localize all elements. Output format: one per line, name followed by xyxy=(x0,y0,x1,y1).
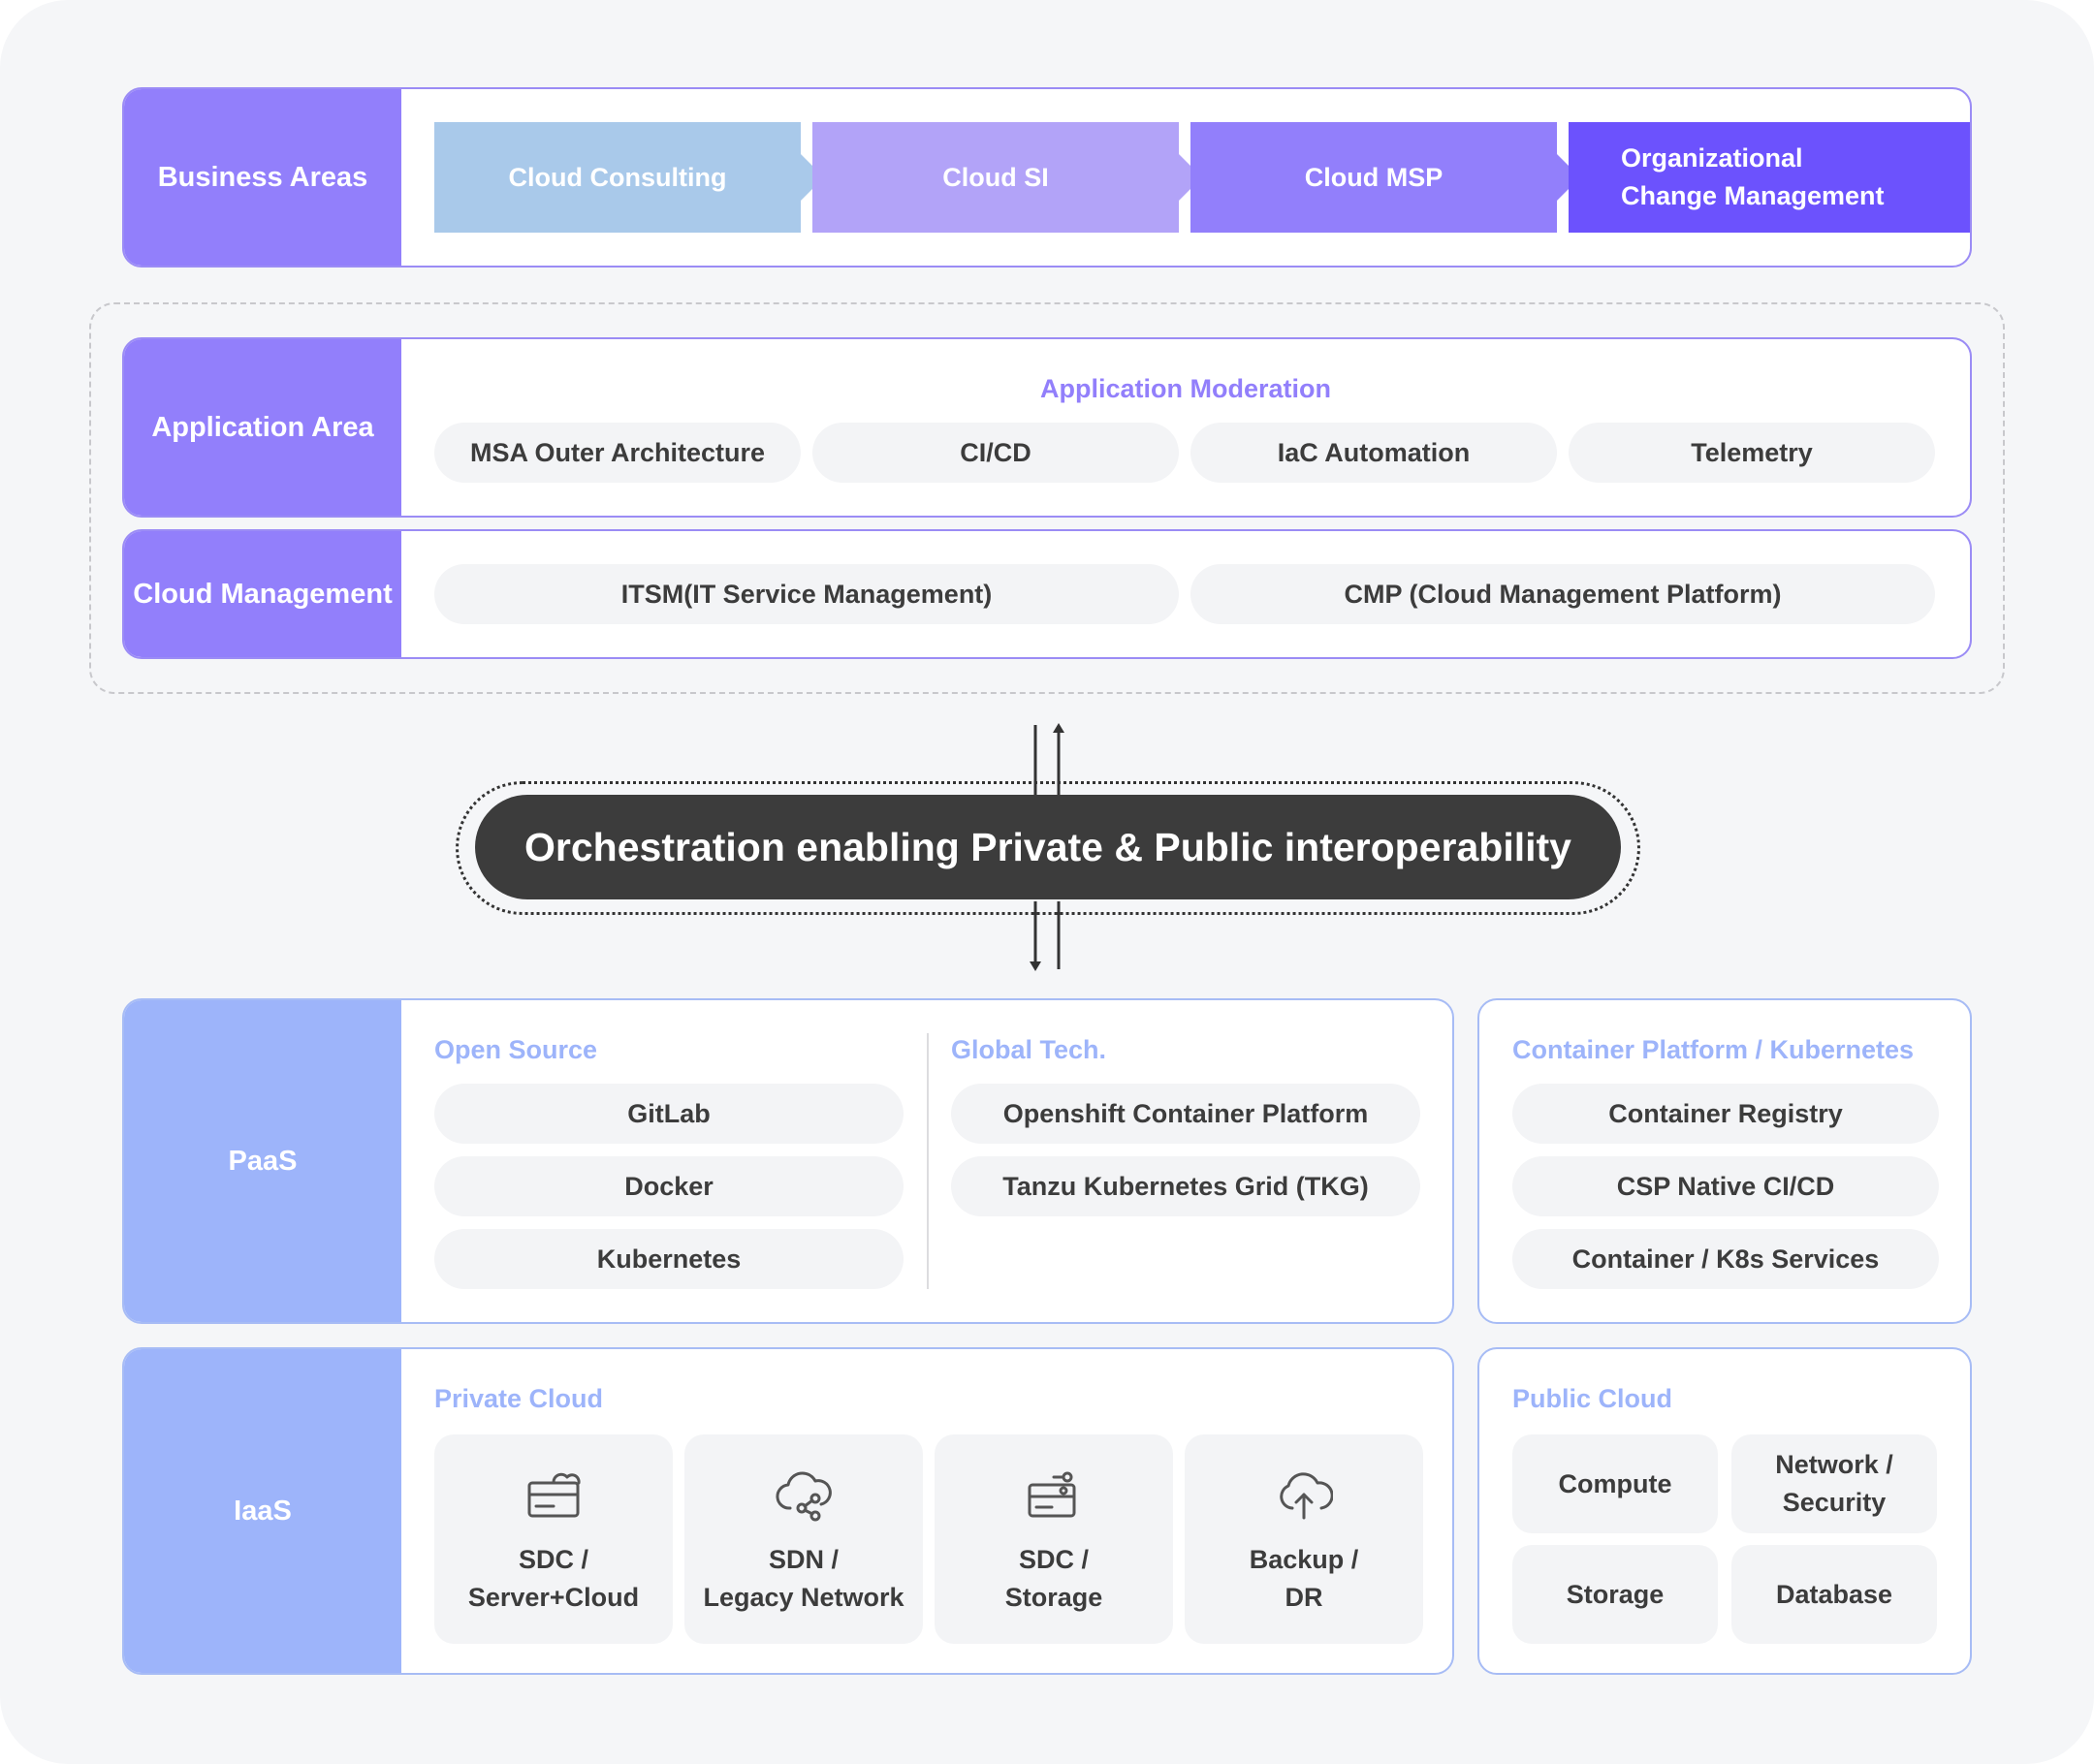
global-tech-title: Global Tech. xyxy=(951,1035,1107,1064)
private-tile-label: SDN / Legacy Network xyxy=(703,1545,904,1612)
storage-icon xyxy=(1028,1471,1076,1518)
public-tile-compute: Compute xyxy=(1512,1434,1718,1533)
private-tile-server-cloud: SDC / Server+Cloud xyxy=(434,1434,673,1644)
step-label: Cloud SI xyxy=(942,162,1049,192)
application-moderation-title: Application Moderation xyxy=(1040,374,1331,403)
step-label: Cloud MSP xyxy=(1304,162,1444,192)
public-tile-network-security: Network / Security xyxy=(1731,1434,1937,1533)
step-cloud-consulting: Cloud Consulting xyxy=(434,122,801,233)
container-platform-title: Container Platform / Kubernetes xyxy=(1512,1035,1915,1064)
public-cloud-title: Public Cloud xyxy=(1512,1384,1672,1413)
application-area-row: Application Area Application Moderation … xyxy=(122,337,1972,518)
cloud-management-label: Cloud Management xyxy=(124,531,401,657)
app-item-iac: IaC Automation xyxy=(1190,423,1557,483)
iaas-row: IaaS Private Cloud SDC / Server+Cloud SD… xyxy=(122,1347,1454,1675)
private-tile-label: SDC / Server+Cloud xyxy=(467,1545,640,1612)
business-areas-label: Business Areas xyxy=(124,89,401,266)
open-source-title: Open Source xyxy=(434,1035,598,1064)
private-tile-storage: SDC / Storage xyxy=(935,1434,1173,1644)
private-tile-label: SDC / Storage xyxy=(1004,1545,1103,1612)
business-areas-row: Business Areas Cloud Consulting Cloud SI… xyxy=(122,87,1972,268)
orchestration-outline xyxy=(456,781,1640,915)
app-item-telemetry: Telemetry xyxy=(1569,423,1935,483)
paas-item-openshift: Openshift Container Platform xyxy=(951,1084,1420,1144)
paas-item-tanzu: Tanzu Kubernetes Grid (TKG) xyxy=(951,1156,1420,1216)
app-item-cicd: CI/CD xyxy=(812,423,1179,483)
application-management-group xyxy=(89,302,2005,694)
private-tile-label: Backup / DR xyxy=(1249,1545,1359,1612)
public-tile-storage: Storage xyxy=(1512,1545,1718,1644)
paas-item-kubernetes: Kubernetes xyxy=(434,1229,904,1289)
cloud-management-row: Cloud Management ITSM(IT Service Managem… xyxy=(122,529,1972,659)
step-label: Cloud Consulting xyxy=(508,162,727,192)
paas-item-docker: Docker xyxy=(434,1156,904,1216)
server-cloud-icon xyxy=(527,1472,581,1518)
application-area-label: Application Area xyxy=(124,339,401,516)
container-item-k8s: Container / K8s Services xyxy=(1512,1229,1939,1289)
orchestration-label: Orchestration enabling Private & Public … xyxy=(524,824,1571,869)
paas-label: PaaS xyxy=(124,1000,401,1322)
private-cloud-title: Private Cloud xyxy=(434,1384,604,1413)
cm-item-cmp: CMP (Cloud Management Platform) xyxy=(1190,564,1935,624)
cm-item-itsm: ITSM(IT Service Management) xyxy=(434,564,1179,624)
step-label: Organizational Change Management xyxy=(1621,143,1885,210)
container-platform-box: Container Platform / Kubernetes Containe… xyxy=(1477,998,1972,1324)
container-item-registry: Container Registry xyxy=(1512,1084,1939,1144)
app-item-msa: MSA Outer Architecture xyxy=(434,423,801,483)
cloud-network-icon xyxy=(776,1471,832,1522)
step-organizational-change: Organizational Change Management xyxy=(1569,122,1970,233)
step-cloud-si: Cloud SI xyxy=(812,122,1179,233)
container-item-cicd: CSP Native CI/CD xyxy=(1512,1156,1939,1216)
private-tile-sdn: SDN / Legacy Network xyxy=(684,1434,923,1644)
public-cloud-box: Public Cloud Compute Network / Security … xyxy=(1477,1347,1972,1675)
iaas-label: IaaS xyxy=(124,1349,401,1673)
cloud-upload-icon xyxy=(1280,1472,1333,1520)
private-tile-backup: Backup / DR xyxy=(1185,1434,1423,1644)
paas-item-gitlab: GitLab xyxy=(434,1084,904,1144)
paas-row: PaaS Open Source GitLab Docker Kubernete… xyxy=(122,998,1454,1324)
step-cloud-msp: Cloud MSP xyxy=(1190,122,1557,233)
orchestration-pill: Orchestration enabling Private & Public … xyxy=(475,795,1621,899)
public-tile-database: Database xyxy=(1731,1545,1937,1644)
paas-divider xyxy=(927,1033,929,1289)
